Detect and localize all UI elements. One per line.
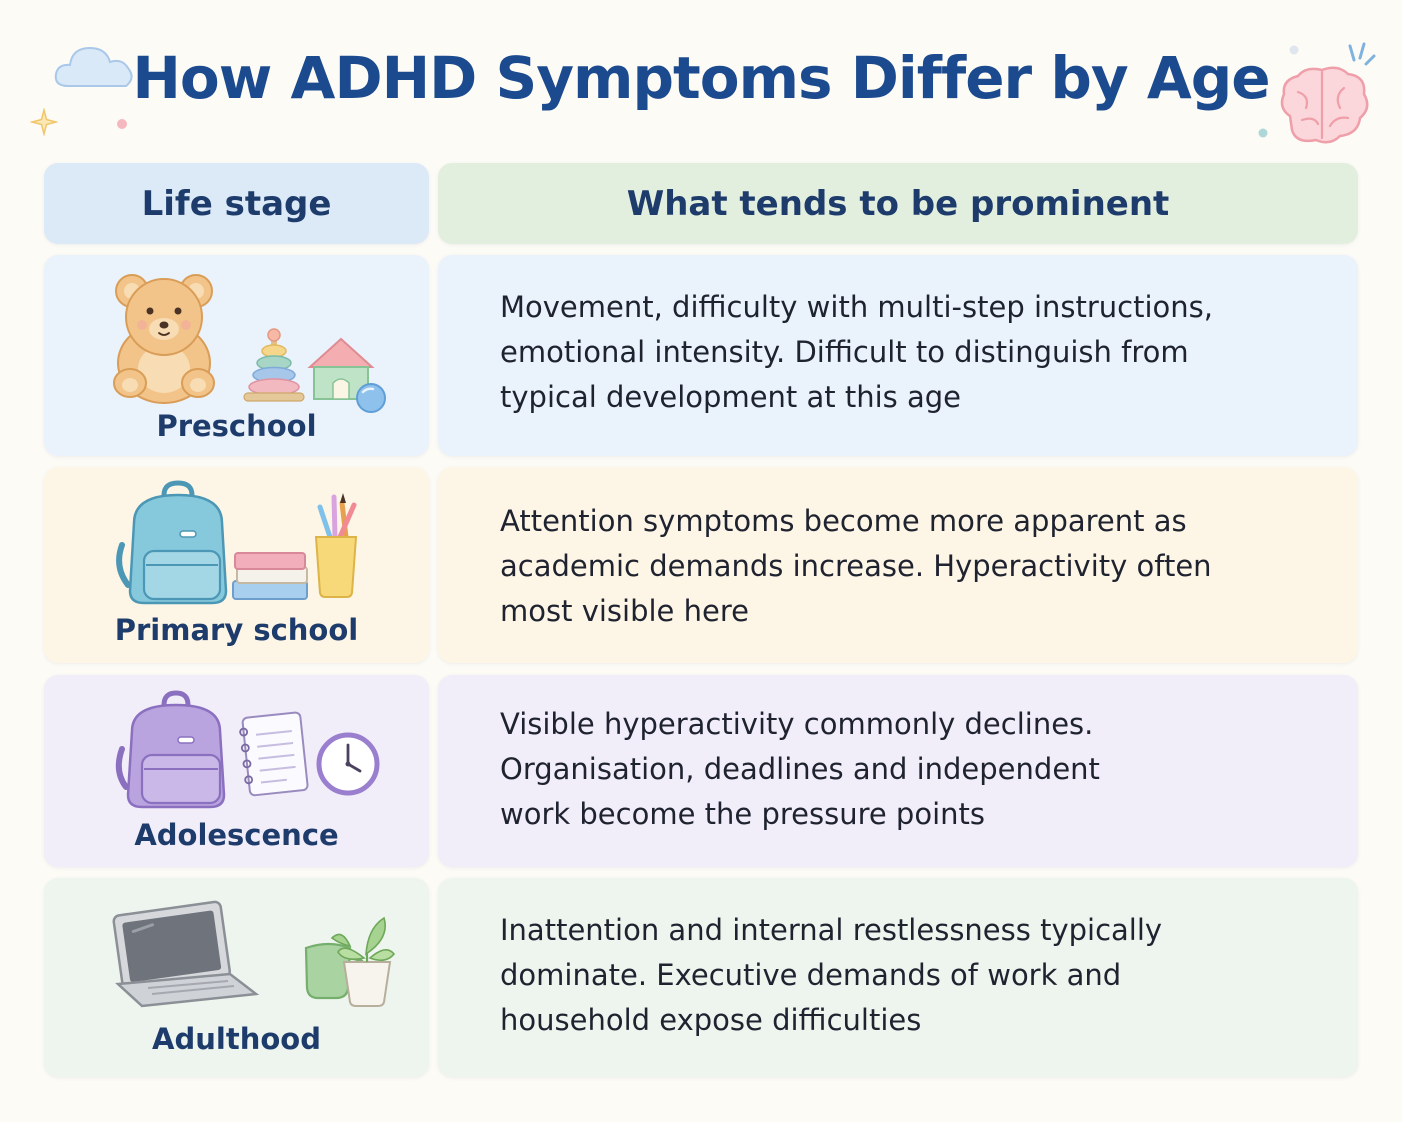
description-line: emotional intensity. Difficult to distin… bbox=[500, 335, 1189, 369]
stage-label-primary-school: Primary school bbox=[114, 613, 359, 647]
sparkle-icon bbox=[30, 108, 58, 136]
description-adolescence: Visible hyperactivity commonly declines.… bbox=[500, 702, 1318, 837]
stage-label-preschool: Preschool bbox=[156, 409, 317, 443]
description-line: Attention symptoms become more apparent … bbox=[500, 504, 1187, 538]
cloud-icon bbox=[54, 46, 133, 87]
dot-icon bbox=[1258, 128, 1268, 138]
stage-label-adolescence: Adolescence bbox=[134, 818, 339, 852]
description-line: household expose difficulties bbox=[500, 1003, 922, 1037]
description-line: typical development at this age bbox=[500, 380, 962, 414]
school-backpack-books-icon bbox=[116, 480, 358, 605]
description-primary-school: Attention symptoms become more apparent … bbox=[500, 499, 1318, 634]
header-life-stage: Life stage bbox=[44, 163, 429, 244]
dot-icon bbox=[1289, 45, 1299, 55]
laptop-mug-plant-icon bbox=[112, 900, 396, 1008]
description-line: Visible hyperactivity commonly declines. bbox=[500, 707, 1094, 741]
description-cell-preschool: Movement, difficulty with multi-step ins… bbox=[438, 255, 1358, 456]
description-cell-primary-school: Attention symptoms become more apparent … bbox=[438, 467, 1358, 663]
description-preschool: Movement, difficulty with multi-step ins… bbox=[500, 285, 1318, 420]
stage-cell-adolescence: Adolescence bbox=[44, 675, 429, 867]
stage-cell-adulthood: Adulthood bbox=[44, 878, 429, 1077]
description-line: Inattention and internal restlessness ty… bbox=[500, 913, 1163, 947]
description-line: academic demands increase. Hyperactivity… bbox=[500, 549, 1212, 583]
stage-label-adulthood: Adulthood bbox=[152, 1022, 321, 1056]
stage-cell-primary-school: Primary school bbox=[44, 467, 429, 663]
brain-icon bbox=[1280, 66, 1369, 144]
dot-icon bbox=[117, 119, 127, 129]
backpack-notebook-clock-icon bbox=[115, 690, 380, 809]
description-cell-adolescence: Visible hyperactivity commonly declines.… bbox=[438, 675, 1358, 867]
description-cell-adulthood: Inattention and internal restlessness ty… bbox=[438, 878, 1358, 1077]
sparkle-lines-icon bbox=[1348, 42, 1376, 66]
description-line: Organisation, deadlines and independent bbox=[500, 752, 1100, 786]
description-line: dominate. Executive demands of work and bbox=[500, 958, 1122, 992]
teddy-bear-toys-icon bbox=[113, 274, 386, 413]
header-prominent: What tends to be prominent bbox=[438, 163, 1358, 244]
description-line: work become the pressure points bbox=[500, 797, 985, 831]
description-adulthood: Inattention and internal restlessness ty… bbox=[500, 908, 1318, 1043]
page-title: How ADHD Symptoms Differ by Age bbox=[132, 44, 1270, 112]
description-line: Movement, difficulty with multi-step ins… bbox=[500, 290, 1213, 324]
description-line: most visible here bbox=[500, 594, 749, 628]
stage-cell-preschool: Preschool bbox=[44, 255, 429, 456]
